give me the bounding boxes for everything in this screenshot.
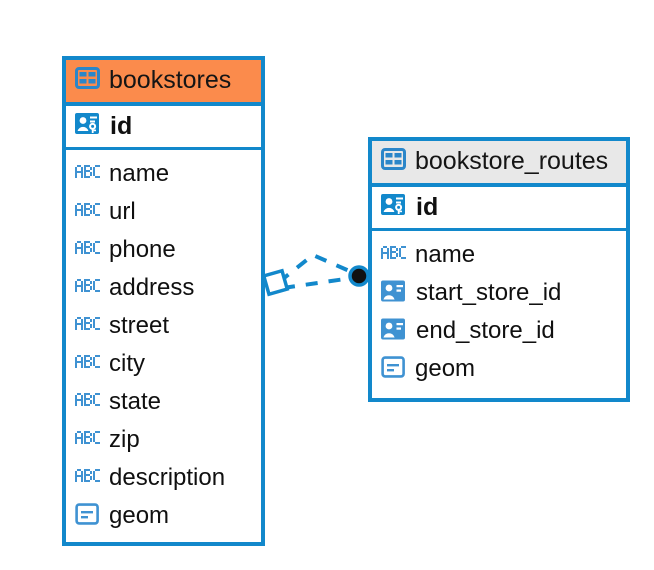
abc-text-icon: [75, 317, 100, 335]
foreign-key-icon: [381, 280, 407, 307]
field-row-street[interactable]: street: [66, 307, 261, 345]
entity-title: bookstores: [109, 66, 232, 94]
entity-header-bookstore-routes[interactable]: bookstore_routes: [372, 141, 626, 187]
field-label: end_store_id: [416, 317, 555, 344]
abc-text-icon: [75, 431, 100, 449]
field-row-state[interactable]: state: [66, 383, 261, 421]
field-label: url: [109, 198, 136, 225]
field-label: zip: [109, 426, 140, 453]
field-label: geom: [415, 355, 476, 382]
field-row-city[interactable]: city: [66, 345, 261, 383]
abc-text-icon: [75, 469, 100, 487]
field-row-name[interactable]: name: [372, 236, 626, 274]
field-label: state: [109, 388, 162, 415]
abc-text-icon: [75, 165, 100, 183]
field-row-geom[interactable]: geom: [66, 497, 261, 535]
abc-text-icon: [75, 241, 100, 259]
entity-bookstore-routes[interactable]: bookstore_routes id: [368, 137, 630, 402]
abc-text-icon: [75, 355, 100, 373]
field-row-url[interactable]: url: [66, 193, 261, 231]
field-label: street: [109, 312, 170, 339]
abc-text-icon: [75, 279, 100, 297]
diamond-marker: [261, 268, 290, 297]
field-row-start-store-id[interactable]: start_store_id: [372, 274, 626, 312]
entity-header-bookstores[interactable]: bookstores: [66, 60, 261, 106]
foreign-key-icon: [381, 318, 407, 345]
field-list: name u: [66, 150, 261, 541]
primary-key-icon: [381, 193, 407, 222]
field-label: id: [416, 192, 439, 221]
filled-circle-marker: [348, 265, 370, 287]
field-label: name: [109, 160, 170, 187]
geometry-icon: [381, 355, 406, 383]
entity-bookstores[interactable]: bookstores id: [62, 56, 265, 546]
field-label: id: [110, 111, 133, 140]
entity-title: bookstore_routes: [415, 147, 609, 175]
field-label: description: [109, 464, 226, 491]
field-list: name start_store_id: [372, 231, 626, 394]
primary-key-icon: [75, 112, 101, 141]
field-row-zip[interactable]: zip: [66, 421, 261, 459]
table-icon: [75, 67, 100, 94]
field-label: address: [109, 274, 195, 301]
relationship-line-straight: [282, 276, 353, 290]
field-row-geom[interactable]: geom: [372, 350, 626, 388]
field-label: start_store_id: [416, 279, 562, 306]
field-row-end-store-id[interactable]: end_store_id: [372, 312, 626, 350]
table-icon: [381, 148, 406, 175]
field-label: city: [109, 350, 145, 377]
field-row-description[interactable]: description: [66, 459, 261, 497]
abc-text-icon: [75, 393, 100, 411]
geometry-icon: [75, 502, 100, 530]
field-row-name[interactable]: name: [66, 155, 261, 193]
relationship-line-arc: [277, 252, 355, 284]
abc-text-icon: [381, 246, 406, 264]
field-label: name: [415, 241, 476, 268]
abc-text-icon: [75, 203, 100, 221]
field-row-phone[interactable]: phone: [66, 231, 261, 269]
field-row-primary-key[interactable]: id: [66, 106, 261, 150]
field-row-primary-key[interactable]: id: [372, 187, 626, 231]
field-row-address[interactable]: address: [66, 269, 261, 307]
field-label: phone: [109, 236, 176, 263]
field-label: geom: [109, 502, 170, 529]
